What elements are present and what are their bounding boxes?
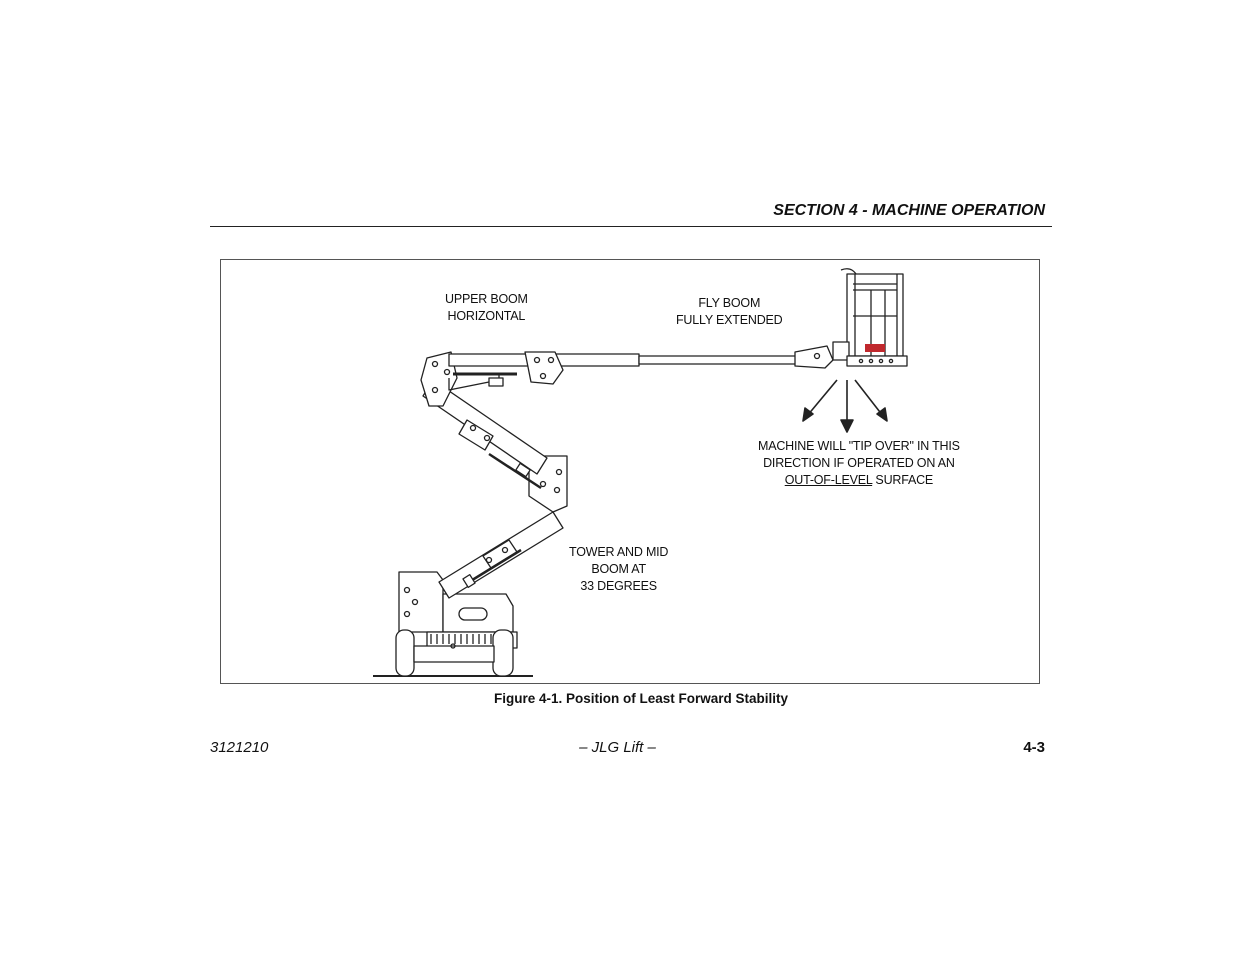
header-rule: [210, 226, 1052, 227]
page-number: 4-3: [1023, 739, 1045, 756]
tower-mid-boom-label: TOWER AND MID BOOM AT 33 DEGREES: [569, 544, 668, 595]
tower-label-line1: TOWER AND MID: [569, 545, 669, 559]
fly-boom-label-line1: FLY BOOM: [698, 296, 761, 310]
fly-boom: [638, 345, 834, 369]
tip-over-arrows: [802, 379, 888, 433]
upper-boom-label-line2: HORIZONTAL: [447, 309, 526, 323]
fly-boom-label-line2: FULLY EXTENDED: [676, 313, 783, 327]
tower-label-line3: 33 DEGREES: [580, 579, 657, 593]
boom-lift-illustration: [373, 268, 908, 677]
tower-boom: [438, 511, 564, 599]
figure-frame: UPPER BOOM HORIZONTAL FLY BOOM FULLY EXT…: [220, 259, 1040, 684]
upper-knuckle: [420, 351, 458, 407]
surface-text: SURFACE: [872, 473, 934, 487]
out-of-level-text: OUT-OF-LEVEL: [784, 473, 873, 487]
tip-over-label-line2: DIRECTION IF OPERATED ON AN: [763, 456, 955, 470]
section-title: SECTION 4 - MACHINE OPERATION: [773, 202, 1045, 219]
tip-over-label-line3: OUT-OF-LEVEL SURFACE: [758, 472, 960, 489]
document-number: 3121210: [210, 739, 269, 756]
footer-publisher: – JLG Lift –: [579, 739, 656, 756]
upper-boom-label: UPPER BOOM HORIZONTAL: [445, 291, 528, 325]
platform-basket: [832, 268, 908, 367]
tip-over-label: MACHINE WILL "TIP OVER" IN THIS DIRECTIO…: [758, 438, 960, 489]
jlg-logo: [865, 344, 885, 352]
figure-caption: Figure 4-1. Position of Least Forward St…: [493, 691, 789, 706]
upper-boom-label-line1: UPPER BOOM: [445, 292, 528, 306]
machine-chassis: [395, 571, 518, 677]
tip-over-label-line1: MACHINE WILL "TIP OVER" IN THIS: [758, 439, 960, 453]
upper-boom: [448, 351, 640, 391]
tower-label-line2: BOOM AT: [591, 562, 646, 576]
fly-boom-label: FLY BOOM FULLY EXTENDED: [676, 295, 783, 329]
